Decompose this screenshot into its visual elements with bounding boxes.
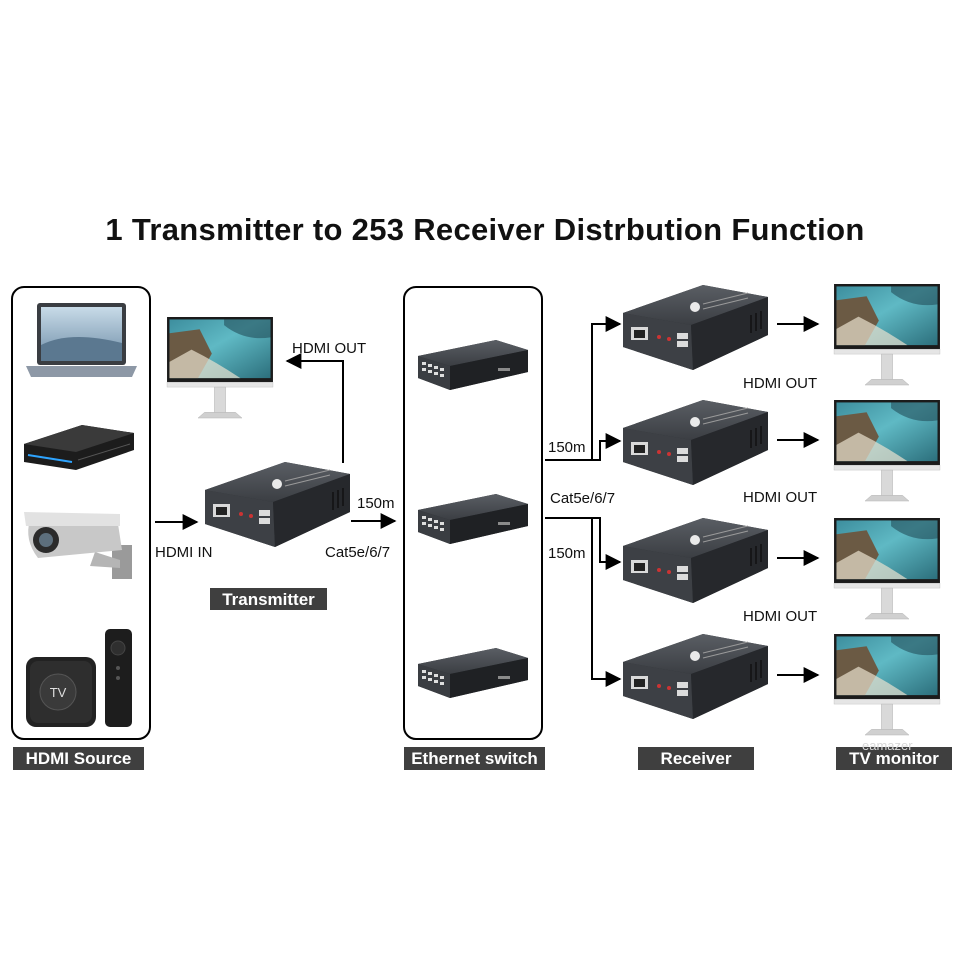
hdmi-source-tag-text: HDMI Source: [26, 749, 132, 768]
receiver-tag: Receiver: [638, 747, 754, 770]
transmitter-tag: Transmitter: [210, 588, 327, 610]
tx-distance-label: 150m: [357, 495, 395, 512]
rx-cable-label: Cat5e/6/7: [550, 490, 615, 507]
tv-monitor-2: [833, 400, 941, 502]
tv-monitor-3: [833, 518, 941, 620]
hdmi-out-local-label: HDMI OUT: [292, 340, 366, 357]
hdmi-source-tag: HDMI Source: [13, 747, 144, 770]
rx-hdmi-out-label-1: HDMI OUT: [743, 375, 817, 392]
switch-device-3: [418, 648, 528, 698]
local-monitor: [166, 317, 274, 419]
laptop-icon: [26, 303, 137, 377]
rx-hdmi-out-label-2: HDMI OUT: [743, 489, 817, 506]
receiver-device-4: [623, 634, 768, 719]
tx-cable-label: Cat5e/6/7: [325, 544, 390, 561]
rx-hdmi-out-label-3: HDMI OUT: [743, 608, 817, 625]
switch-device-1: [418, 340, 528, 390]
receiver-device-2: [623, 400, 768, 485]
transmitter-device: [205, 462, 350, 547]
cctv-camera-icon: [24, 512, 132, 579]
branch-line-4: [545, 517, 622, 687]
switch-device-2: [418, 494, 528, 544]
rx-distance-label-2: 150m: [548, 545, 586, 562]
transmitter-tag-text: Transmitter: [222, 590, 315, 609]
tv-monitor-4: [833, 634, 941, 736]
receiver-tag-text: Receiver: [661, 749, 732, 768]
remote-control-icon: [105, 629, 132, 727]
tv-box-label: TV: [50, 685, 67, 700]
ethernet-switch-frame: [403, 286, 543, 740]
ethernet-switch-tag: Ethernet switch: [404, 747, 545, 770]
hdmi-source-frame: [11, 286, 151, 740]
dvd-player-icon: [24, 425, 134, 470]
branch-line-2: [545, 433, 622, 461]
hdmi-out-local-arrow: [285, 353, 344, 463]
rx-distance-label-1: 150m: [548, 439, 586, 456]
hdmi-in-label: HDMI IN: [155, 544, 213, 561]
page-title: 1 Transmitter to 253 Receiver Distrbutio…: [105, 212, 865, 247]
ethernet-switch-tag-text: Ethernet switch: [411, 749, 538, 768]
tv-monitor-1: [833, 284, 941, 386]
receiver-branch-lines: [545, 316, 622, 687]
watermark-text: eamazer: [862, 738, 913, 753]
tv-monitor-tag-text: TV monitor: [849, 749, 939, 768]
receiver-to-tv-arrows: [777, 316, 820, 683]
receiver-device-1: [623, 285, 768, 370]
tv-box-icon: TV: [26, 657, 96, 727]
tv-monitor-tag: TV monitor: [836, 747, 952, 770]
receiver-device-3: [623, 518, 768, 603]
